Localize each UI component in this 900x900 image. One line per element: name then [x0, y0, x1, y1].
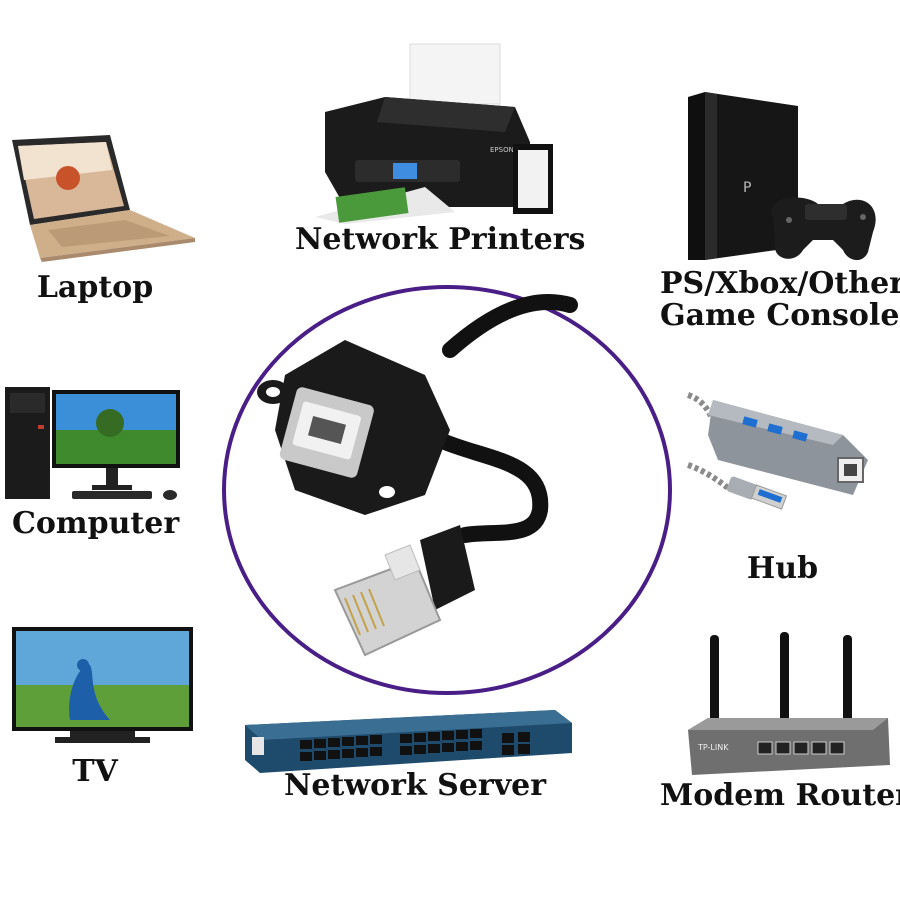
svg-text:EPSON: EPSON: [490, 146, 514, 154]
computer-label: Computer: [12, 506, 180, 541]
printers-label: Network Printers: [295, 222, 586, 257]
hub-label: Hub: [746, 551, 819, 586]
console-label-line2: Game Console: [660, 298, 900, 333]
printer-icon: EPSON: [315, 43, 553, 224]
network-switch-icon: [245, 710, 572, 773]
svg-text:P: P: [743, 180, 751, 196]
female-jack-icon: [257, 340, 450, 515]
server-label: Network Server: [283, 768, 547, 803]
rj45-cable-circle: [222, 285, 672, 695]
tv-label: TV: [72, 754, 118, 789]
svg-text:TP-LINK: TP-LINK: [697, 743, 729, 752]
usb-hub-icon: [686, 392, 868, 510]
tv-icon: [12, 627, 193, 743]
computer-icon: [5, 387, 180, 500]
laptop-icon: [12, 135, 195, 262]
router-label: Modem Router: [660, 778, 900, 813]
laptop-label: Laptop: [36, 270, 154, 305]
console-label-line1: PS/Xbox/Other: [660, 266, 900, 301]
router-icon: TP-LINK: [688, 632, 890, 775]
game-console-icon: P: [688, 92, 876, 261]
male-plug-icon: [333, 525, 475, 657]
